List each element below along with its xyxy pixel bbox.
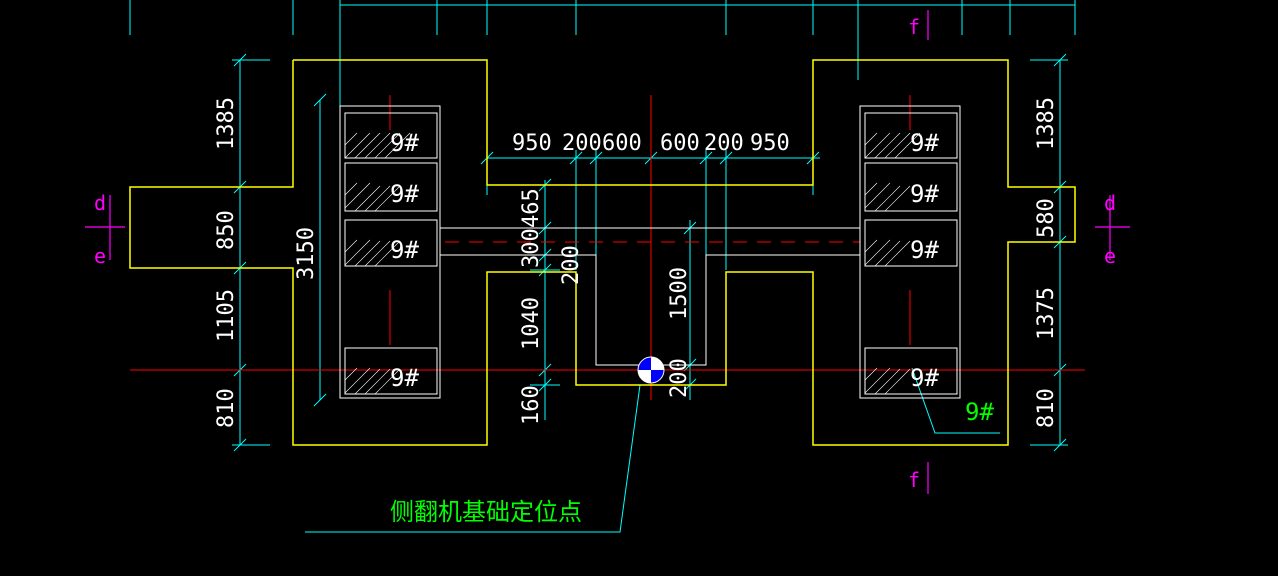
right-dimension-texts: 1385 580 1375 810 <box>1034 97 1059 428</box>
dim-text: 850 <box>214 210 239 250</box>
pile-cap <box>344 219 438 267</box>
pile-cap <box>344 162 438 212</box>
dim-text: 3150 <box>294 227 319 280</box>
dim-text: 600 <box>660 131 700 156</box>
section-label-d: d <box>1104 191 1116 215</box>
axis-lines <box>130 95 1085 400</box>
dim-text: 950 <box>750 131 790 156</box>
dim-text: 950 <box>512 131 552 156</box>
pile-label: 9# <box>390 129 419 157</box>
pile-cap <box>864 347 958 395</box>
dim-text: 1375 <box>1034 287 1059 340</box>
pile-cap <box>864 112 958 159</box>
center-dimension-texts: 465 300 200 1040 160 1500 200 <box>519 188 692 425</box>
dim-text: 1385 <box>214 97 239 150</box>
dim-text: 300 <box>519 228 544 268</box>
dim-text: 810 <box>1034 388 1059 428</box>
top-dimension-texts: 950 200 600 600 200 950 <box>512 131 790 156</box>
pile-cap <box>344 112 438 159</box>
dim-text: 1500 <box>667 267 692 320</box>
callout-label: 9# <box>965 398 994 426</box>
pile-cap <box>344 347 438 395</box>
dim-text: 600 <box>602 131 642 156</box>
pile-label: 9# <box>910 364 939 392</box>
pile-cap <box>864 219 958 267</box>
dim-text: 200 <box>667 358 692 398</box>
pile-label: 9# <box>390 236 419 264</box>
section-labels: d e d e f f <box>94 15 1116 492</box>
locating-note: 侧翻机基础定位点 <box>390 498 582 526</box>
dim-text: 580 <box>1034 198 1059 238</box>
dim-text: 200 <box>704 131 744 156</box>
dim-text: 1105 <box>214 289 239 342</box>
section-label-e: e <box>94 244 106 268</box>
dim-text: 465 <box>519 188 544 228</box>
locating-point-marker <box>637 356 665 384</box>
pile-label: 9# <box>390 180 419 208</box>
pile-caps-right <box>864 112 958 395</box>
pile-label: 9# <box>910 129 939 157</box>
dim-text: 200 <box>562 131 602 156</box>
pile-caps-left <box>344 112 438 395</box>
section-label-d: d <box>94 191 106 215</box>
dim-text: 200 <box>559 245 584 285</box>
section-label-f: f <box>908 468 920 492</box>
section-markers <box>85 10 1130 494</box>
left-dimension-texts: 1385 850 1105 810 3150 <box>214 97 319 428</box>
dim-text: 1040 <box>519 297 544 350</box>
pile-label: 9# <box>910 180 939 208</box>
dimension-lines <box>129 0 1076 533</box>
dim-text: 160 <box>519 385 544 425</box>
pile-cap <box>864 162 958 212</box>
inner-outline <box>339 105 961 399</box>
callouts: 9# 侧翻机基础定位点 <box>390 398 994 526</box>
section-label-f: f <box>908 15 920 39</box>
pile-labels: 9# 9# 9# 9# 9# 9# 9# 9# <box>390 129 939 392</box>
pile-label: 9# <box>910 236 939 264</box>
section-label-e: e <box>1104 244 1116 268</box>
dim-text: 1385 <box>1034 97 1059 150</box>
dim-text: 810 <box>214 388 239 428</box>
pile-label: 9# <box>390 364 419 392</box>
foundation-outline <box>129 59 1076 446</box>
